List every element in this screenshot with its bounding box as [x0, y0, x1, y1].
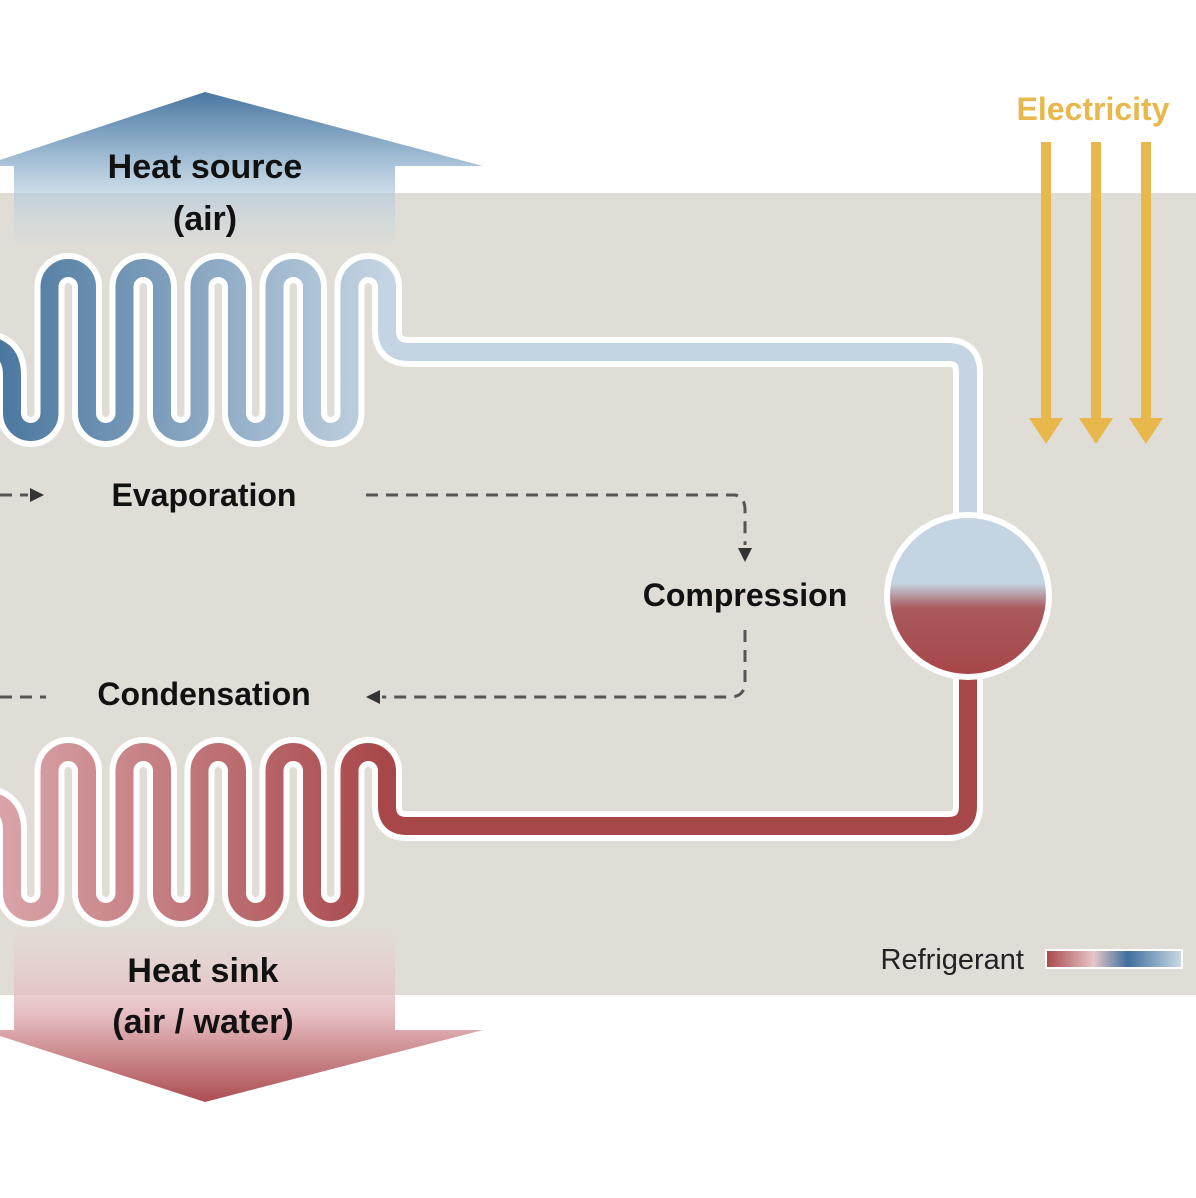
heat-sink-arrow [0, 930, 483, 1102]
heat-sink-label: Heat sink [127, 952, 278, 990]
compression-label: Compression [643, 577, 847, 613]
cycle-dashed-path [0, 493, 747, 699]
electricity-arrows [1029, 142, 1163, 444]
condenser-coil [0, 657, 983, 927]
evaporator-coil [0, 253, 983, 535]
compressor [884, 512, 1052, 680]
heat-sink-sublabel: (air / water) [112, 1003, 293, 1041]
legend-label: Refrigerant [881, 944, 1024, 976]
condensation-arrowhead-icon [366, 690, 380, 704]
electricity-arrow-icon [1029, 142, 1063, 444]
cold-pipe [378, 277, 977, 529]
electricity-arrow-icon [1079, 142, 1113, 444]
compressor-body [890, 518, 1046, 674]
evaporator-coil-tube [0, 259, 396, 441]
compression-arrowhead-icon [738, 548, 752, 562]
legend [1045, 949, 1183, 969]
condensation-label: Condensation [97, 676, 310, 712]
condenser-coil-tube [0, 743, 396, 921]
heat-source-sublabel: (air) [173, 200, 237, 238]
legend-color-scale [1045, 949, 1183, 969]
hot-pipe [378, 663, 977, 835]
electricity-label: Electricity [1017, 91, 1170, 127]
evaporation-label: Evaporation [112, 477, 297, 513]
heat-source-arrow [0, 92, 483, 245]
evaporation-arrowhead-icon [30, 488, 44, 502]
electricity-arrow-icon [1129, 142, 1163, 444]
heat-source-label: Heat source [108, 148, 303, 186]
